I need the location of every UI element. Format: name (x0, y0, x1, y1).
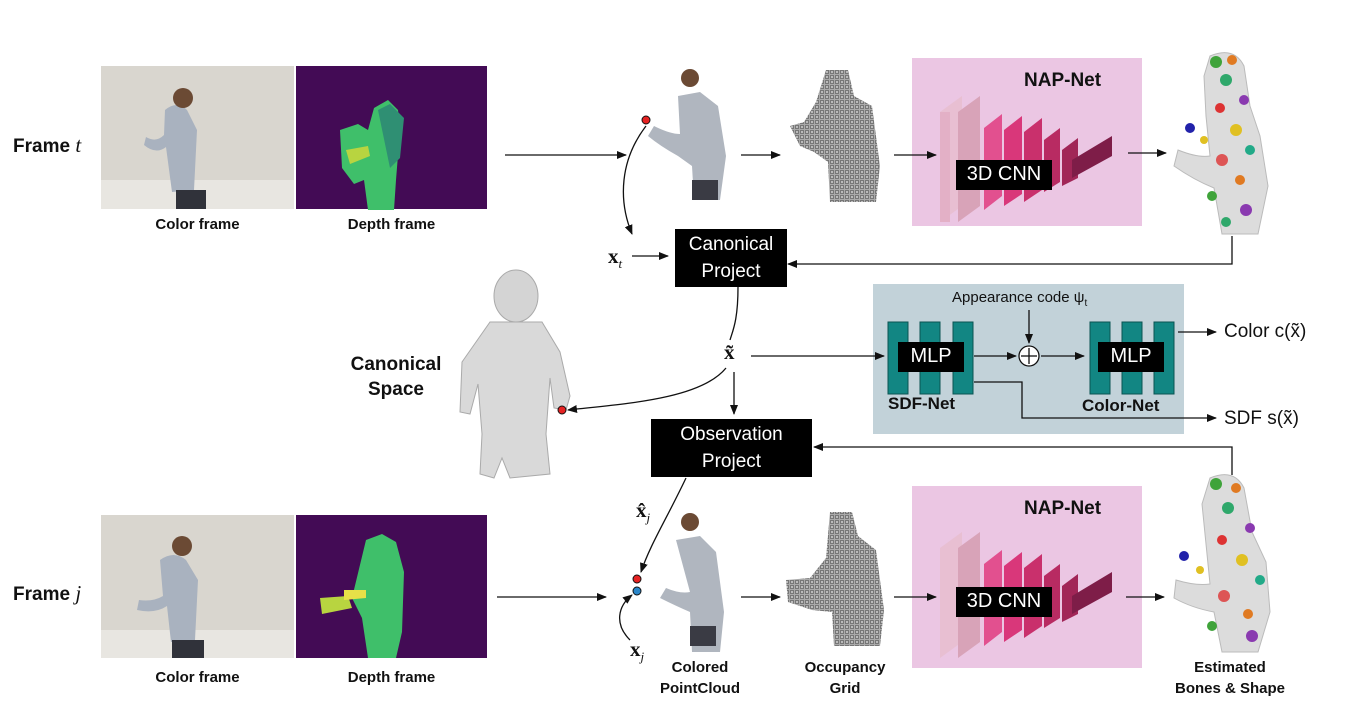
arrows (497, 125, 1233, 641)
nap-net-title-bottom: NAP-Net (1024, 498, 1102, 519)
occupancy-grid-bottom (786, 512, 884, 646)
color-frame-caption-top: Color frame (155, 216, 240, 233)
color-frame-top (101, 66, 294, 209)
x-t-symbol: xt (608, 244, 623, 272)
depth-frame-bottom (296, 515, 487, 658)
depth-frame-caption-top: Depth frame (347, 216, 436, 233)
sdf-net-label: SDF-Net (888, 394, 956, 413)
nap-net-top (912, 58, 1142, 226)
x-tilde-symbol: x̃ (724, 340, 735, 364)
sdf-mlp-label: MLP (910, 345, 952, 367)
sdf-output-label: SDF s(x̃) (1224, 408, 1299, 429)
canonical-mesh (459, 269, 571, 479)
nap-net-bottom (912, 486, 1142, 668)
frame-j-label: Frame j (13, 581, 82, 605)
pointcloud-bottom (632, 513, 724, 652)
color-frame-bottom (101, 515, 294, 658)
frame-t-label: Frame t (13, 133, 82, 157)
appearance-code-label: Appearance code ψt (952, 289, 1088, 309)
color-output-label: Color c(x̃) (1224, 321, 1307, 342)
depth-frame-top (296, 66, 487, 210)
color-mlp-label: MLP (1110, 345, 1152, 367)
pointcloud-top (641, 69, 726, 200)
estimated-shape-bottom (1173, 474, 1271, 653)
cnn-label-bottom: 3D CNN (966, 590, 1042, 612)
occupancy-grid-top (790, 70, 880, 202)
depth-frame-caption-bottom: Depth frame (347, 669, 436, 686)
color-frame-caption-bottom: Color frame (155, 669, 240, 686)
estimated-shape-top (1173, 52, 1269, 235)
color-net-label: Color-Net (1082, 396, 1160, 415)
mlp-panel (873, 284, 1184, 434)
x-j-symbol: xj (630, 637, 645, 665)
nap-net-title-top: NAP-Net (1024, 70, 1102, 91)
cnn-label-top: 3D CNN (966, 163, 1042, 185)
x-hat-j-symbol: x̂j (636, 498, 651, 526)
